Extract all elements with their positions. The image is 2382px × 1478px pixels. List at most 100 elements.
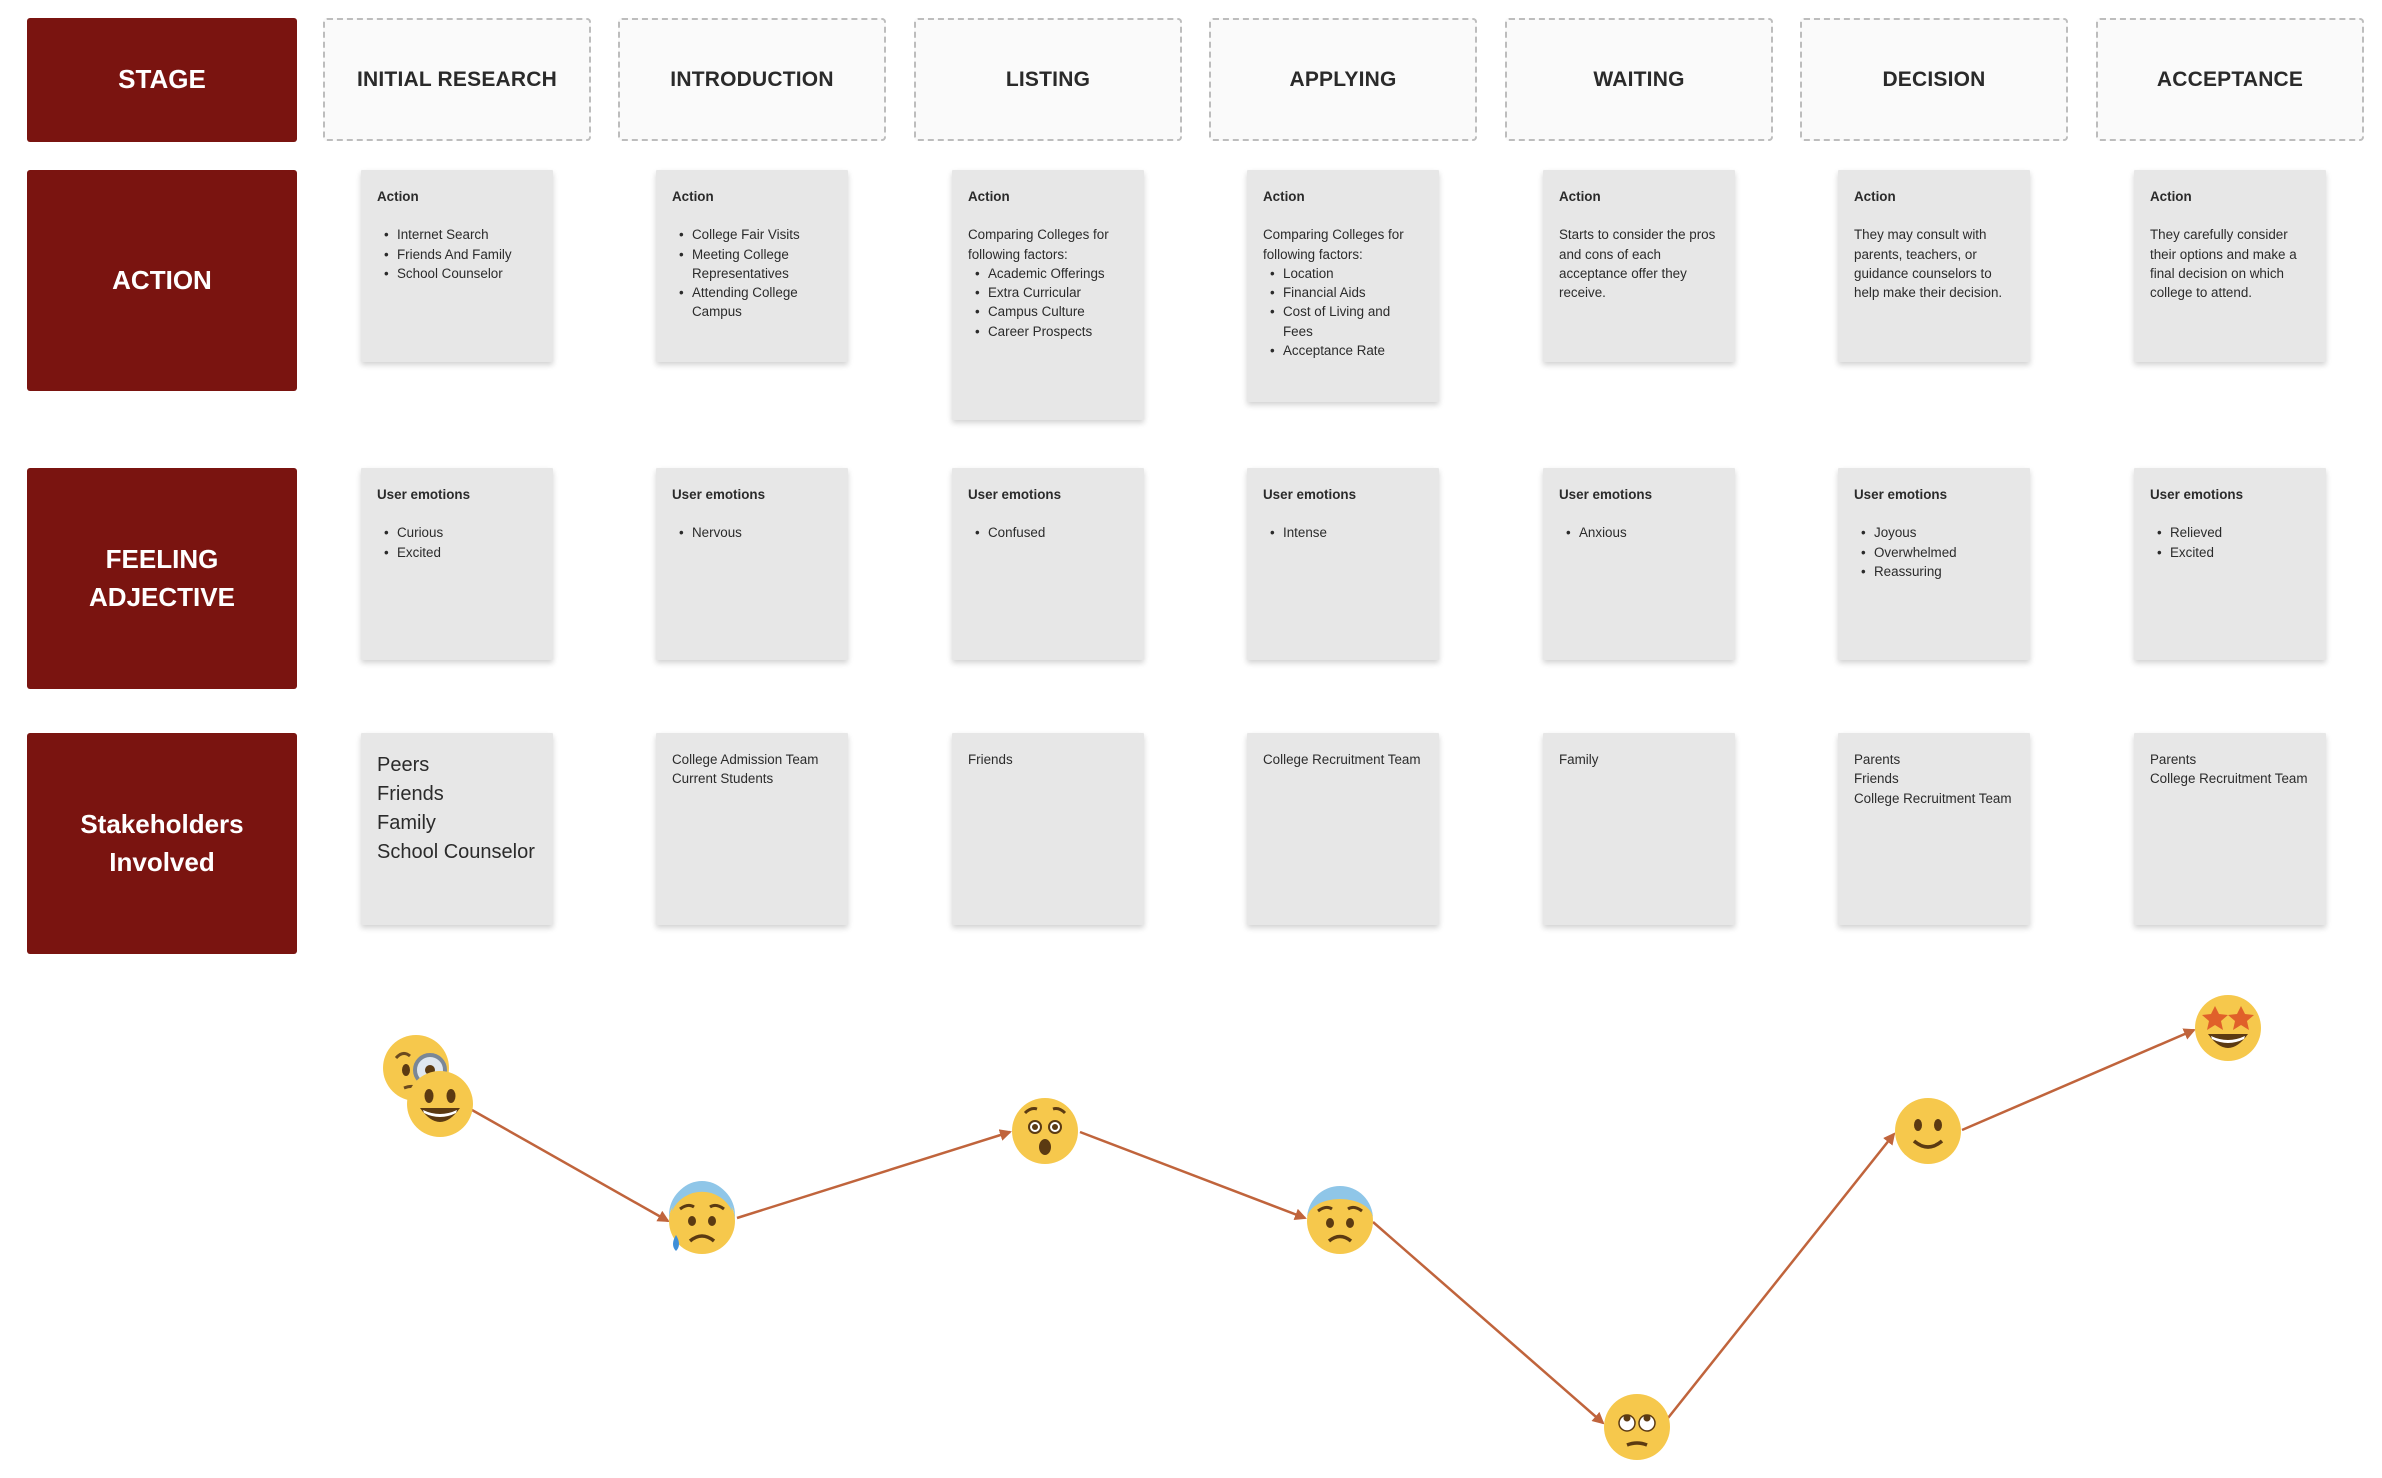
emotion-list: Intense bbox=[1263, 523, 1423, 543]
emotion-note-listing: User emotions Confused bbox=[952, 468, 1144, 660]
note-title: User emotions bbox=[1263, 487, 1357, 502]
stakeholder-note-decision: Parents Friends College Recruitment Team bbox=[1838, 733, 2030, 925]
stakeholder-name: Parents bbox=[2150, 752, 2197, 767]
list-item: School Counselor bbox=[377, 264, 537, 284]
emotion-list: Anxious bbox=[1559, 523, 1719, 543]
list-item: Joyous bbox=[1854, 523, 2014, 543]
stakeholder-note-waiting: Family bbox=[1543, 733, 1735, 925]
stakeholder-name: Friends bbox=[968, 752, 1013, 767]
action-note-listing: Action Comparing Colleges for following … bbox=[952, 170, 1144, 420]
action-intro: They carefully consider their options an… bbox=[2150, 227, 2297, 301]
list-item: College Fair Visits bbox=[672, 225, 832, 245]
stakeholder-note-introduction: College Admission Team Current Students bbox=[656, 733, 848, 925]
list-item: Financial Aids bbox=[1263, 283, 1423, 303]
slightly-smiling-face-icon bbox=[1895, 1098, 1961, 1164]
action-note-introduction: Action College Fair Visits Meeting Colle… bbox=[656, 170, 848, 362]
stakeholder-name: College Recruitment Team bbox=[1854, 790, 2012, 806]
worried-face-icon bbox=[1307, 1186, 1373, 1254]
emotion-list: Joyous Overwhelmed Reassuring bbox=[1854, 523, 2014, 581]
note-title: Action bbox=[1263, 189, 1305, 204]
emotion-note-waiting: User emotions Anxious bbox=[1543, 468, 1735, 660]
list-item: Career Prospects bbox=[968, 322, 1128, 342]
stakeholder-name: Friends bbox=[377, 783, 444, 805]
list-item: Acceptance Rate bbox=[1263, 341, 1423, 361]
action-list: College Fair Visits Meeting College Repr… bbox=[672, 225, 832, 321]
emotion-list: Relieved Excited bbox=[2150, 523, 2310, 562]
stage-acceptance: ACCEPTANCE bbox=[2096, 18, 2364, 141]
list-item: Overwhelmed bbox=[1854, 543, 2014, 563]
action-note-decision: Action They may consult with parents, te… bbox=[1838, 170, 2030, 362]
emotion-note-acceptance: User emotions Relieved Excited bbox=[2134, 468, 2326, 660]
star-struck-face-icon bbox=[2195, 995, 2261, 1061]
journey-arrow bbox=[1961, 1028, 2196, 1132]
note-title: Action bbox=[672, 189, 714, 204]
stage-initial-research: INITIAL RESEARCH bbox=[323, 18, 591, 141]
note-title: User emotions bbox=[968, 487, 1062, 502]
list-item: Excited bbox=[2150, 543, 2310, 563]
stakeholder-name: Current Students bbox=[672, 771, 774, 787]
astonished-face-icon bbox=[1012, 1098, 1078, 1164]
action-intro: Comparing Colleges for following factors… bbox=[1263, 227, 1404, 262]
list-item: Intense bbox=[1263, 523, 1423, 543]
action-list: Location Financial Aids Cost of Living a… bbox=[1263, 264, 1423, 361]
stakeholder-name: Friends bbox=[1854, 771, 1899, 787]
row-label-stage: STAGE bbox=[27, 18, 297, 142]
note-title: User emotions bbox=[377, 487, 471, 502]
list-item: Nervous bbox=[672, 523, 832, 543]
stakeholder-name: College Recruitment Team bbox=[2150, 771, 2308, 787]
action-note-acceptance: Action They carefully consider their opt… bbox=[2134, 170, 2326, 362]
journey-arrow bbox=[1372, 1221, 1605, 1425]
face-with-rolling-eyes-icon bbox=[1604, 1394, 1670, 1460]
stakeholder-name: Family bbox=[1559, 752, 1599, 767]
emotion-note-decision: User emotions Joyous Overwhelmed Reassur… bbox=[1838, 468, 2030, 660]
list-item: Relieved bbox=[2150, 523, 2310, 543]
stage-introduction: INTRODUCTION bbox=[618, 18, 886, 141]
note-title: User emotions bbox=[1854, 487, 1948, 502]
list-item: Attending College Campus bbox=[672, 283, 832, 322]
stakeholder-name: Family bbox=[377, 812, 436, 834]
list-item: Confused bbox=[968, 523, 1128, 543]
stakeholder-name: Parents bbox=[1854, 752, 1901, 767]
list-item: Friends And Family bbox=[377, 245, 537, 265]
action-note-applying: Action Comparing Colleges for following … bbox=[1247, 170, 1439, 402]
list-item: Extra Curricular bbox=[968, 283, 1128, 303]
list-item: Academic Offerings bbox=[968, 264, 1128, 284]
emotion-note-introduction: User emotions Nervous bbox=[656, 468, 848, 660]
stakeholder-name: Peers bbox=[377, 754, 430, 776]
anxious-face-with-sweat-icon bbox=[669, 1181, 735, 1254]
row-label-feeling: FEELING ADJECTIVE bbox=[27, 468, 297, 689]
stage-decision: DECISION bbox=[1800, 18, 2068, 141]
grinning-face-icon bbox=[407, 1071, 473, 1137]
stakeholder-note-acceptance: Parents College Recruitment Team bbox=[2134, 733, 2326, 925]
journey-arrow bbox=[1079, 1130, 1307, 1221]
list-item: Internet Search bbox=[377, 225, 537, 245]
note-title: User emotions bbox=[2150, 487, 2244, 502]
list-item: Cost of Living and Fees bbox=[1263, 302, 1423, 341]
emotion-list: Confused bbox=[968, 523, 1128, 543]
action-intro: Comparing Colleges for following factors… bbox=[968, 227, 1109, 262]
note-title: Action bbox=[1559, 189, 1601, 204]
emotion-list: Nervous bbox=[672, 523, 832, 543]
action-intro: Starts to consider the pros and cons of … bbox=[1559, 227, 1716, 301]
stakeholder-note-applying: College Recruitment Team bbox=[1247, 733, 1439, 925]
action-list: Internet Search Friends And Family Schoo… bbox=[377, 225, 537, 283]
action-list: Academic Offerings Extra Curricular Camp… bbox=[968, 264, 1128, 341]
stage-waiting: WAITING bbox=[1505, 18, 1773, 141]
list-item: Anxious bbox=[1559, 523, 1719, 543]
list-item: Location bbox=[1263, 264, 1423, 284]
stakeholder-name: College Recruitment Team bbox=[1263, 752, 1421, 767]
stakeholder-note-listing: Friends bbox=[952, 733, 1144, 925]
action-intro: They may consult with parents, teachers,… bbox=[1854, 227, 2003, 301]
list-item: Curious bbox=[377, 523, 537, 543]
journey-arrow bbox=[736, 1129, 1012, 1220]
stage-listing: LISTING bbox=[914, 18, 1182, 141]
journey-arrows bbox=[471, 1028, 2196, 1425]
action-note-waiting: Action Starts to consider the pros and c… bbox=[1543, 170, 1735, 362]
journey-arrow bbox=[471, 1108, 670, 1223]
list-item: Campus Culture bbox=[968, 302, 1128, 322]
stakeholder-name: School Counselor bbox=[377, 841, 535, 863]
note-title: User emotions bbox=[672, 487, 766, 502]
stakeholder-note-initial-research: Peers Friends Family School Counselor bbox=[361, 733, 553, 925]
note-title: Action bbox=[1854, 189, 1896, 204]
row-label-action: ACTION bbox=[27, 170, 297, 391]
